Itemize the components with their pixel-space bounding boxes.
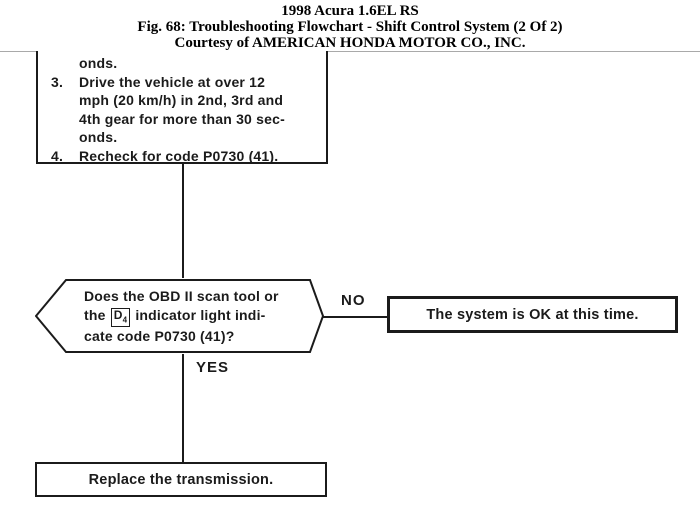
replace-transmission-text: Replace the transmission. [88, 471, 274, 488]
system-ok-text: The system is OK at this time. [426, 306, 639, 323]
step-number: 4. [51, 147, 64, 164]
connector-line-right [323, 316, 387, 318]
step-line: 4th gear for more than 30 sec- [38, 110, 326, 129]
vehicle-title: 1998 Acura 1.6EL RS [281, 3, 419, 19]
d4-subscript: 4 [122, 315, 128, 325]
step-text: onds. [79, 129, 118, 146]
flowchart-step-box: onds. 3. Drive the vehicle at over 12 mp… [36, 51, 328, 164]
header-divider [0, 51, 700, 52]
step-text: mph (20 km/h) in 2nd, 3rd and [79, 92, 284, 109]
replace-transmission-box: Replace the transmission. [35, 462, 327, 497]
no-branch-label: NO [341, 292, 366, 309]
decision-line-2-pre: the [84, 307, 106, 323]
step-line: onds. [38, 54, 326, 73]
step-text: onds. [79, 55, 118, 71]
yes-branch-label: YES [196, 359, 230, 376]
decision-line-3: cate code P0730 (41)? [84, 328, 235, 345]
decision-line-1: Does the OBD II scan tool or [84, 288, 279, 304]
step-line: mph (20 km/h) in 2nd, 3rd and [38, 91, 326, 110]
system-ok-box: The system is OK at this time. [387, 296, 678, 333]
courtesy-line: Courtesy of AMERICAN HONDA MOTOR CO., IN… [174, 35, 526, 51]
step-text: Drive the vehicle at over 12 [79, 73, 266, 90]
step-line: 3. Drive the vehicle at over 12 [38, 73, 326, 92]
step-text: Recheck for code P0730 (41). [79, 147, 279, 164]
connector-line-down [182, 354, 184, 462]
figure-header: 1998 Acura 1.6EL RS Fig. 68: Troubleshoo… [0, 0, 700, 51]
decision-line-2: the D4 indicator light indi- [84, 306, 279, 328]
d4-letter: D [113, 308, 123, 322]
step-number: 3. [51, 73, 64, 90]
decision-text: Does the OBD II scan tool or the D4 indi… [84, 287, 279, 346]
figure-caption: Fig. 68: Troubleshooting Flowchart - Shi… [137, 19, 563, 35]
step-line: 4. Recheck for code P0730 (41). [38, 147, 326, 166]
d4-indicator-icon: D4 [110, 308, 131, 328]
connector-line-down [182, 164, 184, 278]
step-line: onds. [38, 128, 326, 147]
decision-line-2-post: indicator light indi- [135, 307, 266, 323]
step-text: 4th gear for more than 30 sec- [79, 110, 285, 127]
